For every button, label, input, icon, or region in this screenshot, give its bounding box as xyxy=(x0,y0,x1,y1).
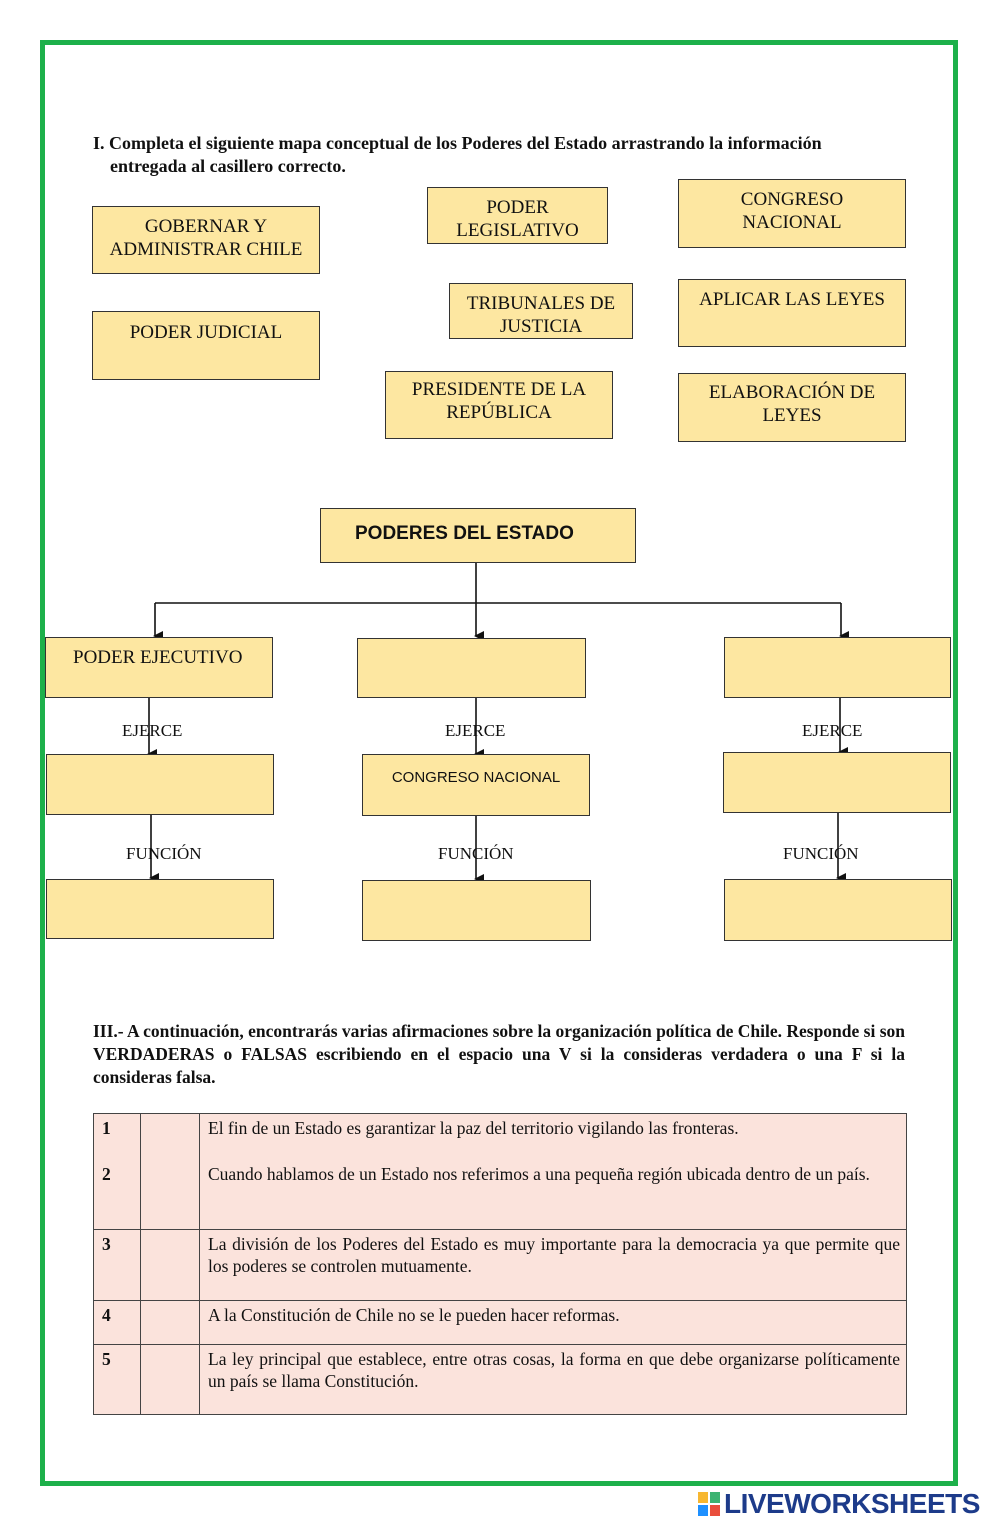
row-number: 1 xyxy=(102,1118,111,1138)
label-funcion-col1: FUNCIÓN xyxy=(126,844,202,863)
liveworksheets-logo: LIVEWORKSHEETS xyxy=(698,1488,980,1520)
table-row: 3 La división de los Poderes del Estado … xyxy=(93,1229,907,1301)
answer-input-cell[interactable] xyxy=(140,1344,200,1415)
page-frame xyxy=(40,40,958,1486)
answer-input-cell[interactable] xyxy=(140,1229,200,1301)
statement-text: A la Constitución de Chile no se le pued… xyxy=(199,1300,907,1345)
logo-text: LIVEWORKSHEETS xyxy=(724,1488,980,1519)
drag-item-text: LEGISLATIVO xyxy=(456,220,579,241)
label-ejerce-col1: EJERCE xyxy=(122,721,183,740)
drag-item-presidente[interactable]: PRESIDENTE DE LA REPÚBLICA xyxy=(385,371,613,439)
drag-item-text: APLICAR LAS LEYES xyxy=(699,289,885,310)
table-row: 5 La ley principal que establece, entre … xyxy=(93,1344,907,1415)
instruction-line-2: entregada al casillero correcto. xyxy=(110,156,346,176)
label-funcion-col3: FUNCIÓN xyxy=(783,844,859,863)
statement-cell: El fin de un Estado es garantizar la paz… xyxy=(199,1113,907,1230)
ejerce-box-col2: CONGRESO NACIONAL xyxy=(362,754,590,816)
drag-item-text: REPÚBLICA xyxy=(446,402,552,423)
drop-target-funcion-col1[interactable] xyxy=(46,879,274,939)
statement-text: El fin de un Estado es garantizar la paz… xyxy=(208,1118,739,1138)
concept-map-root: PODERES DEL ESTADO xyxy=(320,508,636,563)
ejerce-box-text: CONGRESO NACIONAL xyxy=(391,769,561,786)
drop-target-ejerce-col1[interactable] xyxy=(46,754,274,815)
drag-item-tribunales[interactable]: TRIBUNALES DE JUSTICIA xyxy=(449,283,633,339)
drag-item-poder-judicial[interactable]: PODER JUDICIAL xyxy=(92,311,320,380)
row-number: 3 xyxy=(93,1229,141,1301)
true-false-table: 1 2 El fin de un Estado es garantizar la… xyxy=(93,1113,907,1415)
answer-input-cell[interactable] xyxy=(140,1113,200,1230)
drag-item-text: ELABORACIÓN DE xyxy=(708,382,876,403)
drag-item-congreso-nacional[interactable]: CONGRESO NACIONAL xyxy=(678,179,906,248)
power-box-ejecutivo: PODER EJECUTIVO xyxy=(45,637,273,698)
drag-item-text: NACIONAL xyxy=(742,212,842,233)
statement-text: Cuando hablamos de un Estado nos referim… xyxy=(208,1164,870,1184)
row-number-cell: 1 2 xyxy=(93,1113,141,1230)
label-funcion-col2: FUNCIÓN xyxy=(438,844,514,863)
drag-item-elaboracion-leyes[interactable]: ELABORACIÓN DE LEYES xyxy=(678,373,906,442)
drop-target-power-col3[interactable] xyxy=(724,637,951,698)
drag-item-text: CONGRESO xyxy=(740,189,844,210)
drag-item-text: ADMINISTRAR CHILE xyxy=(109,239,303,260)
drag-item-poder-legislativo[interactable]: PODER LEGISLATIVO xyxy=(427,187,608,244)
table-row: 4 A la Constitución de Chile no se le pu… xyxy=(93,1300,907,1345)
instruction-line-1: I. Completa el siguiente mapa conceptual… xyxy=(93,133,822,153)
table-row: 1 2 El fin de un Estado es garantizar la… xyxy=(93,1113,907,1230)
label-ejerce-col2: EJERCE xyxy=(445,721,506,740)
drag-item-text: JUSTICIA xyxy=(499,316,583,337)
power-box-text: PODER EJECUTIVO xyxy=(73,647,243,668)
section1-instruction: I. Completa el siguiente mapa conceptual… xyxy=(93,132,822,178)
drag-item-gobernar[interactable]: GOBERNAR Y ADMINISTRAR CHILE xyxy=(92,206,320,274)
drop-target-ejerce-col3[interactable] xyxy=(723,752,951,813)
answer-input-cell[interactable] xyxy=(140,1300,200,1345)
label-ejerce-col3: EJERCE xyxy=(802,721,863,740)
drag-item-text: LEYES xyxy=(762,405,822,426)
drag-item-text: GOBERNAR Y xyxy=(144,216,268,237)
statement-text: La división de los Poderes del Estado es… xyxy=(199,1229,907,1301)
drag-item-aplicar-leyes[interactable]: APLICAR LAS LEYES xyxy=(678,279,906,347)
row-number: 5 xyxy=(93,1344,141,1415)
drag-item-text: PODER JUDICIAL xyxy=(129,322,283,343)
drag-item-text: TRIBUNALES DE xyxy=(466,293,616,314)
drop-target-funcion-col2[interactable] xyxy=(362,880,591,941)
row-number: 2 xyxy=(102,1164,111,1184)
section3-instruction: III.- A continuación, encontrarás varias… xyxy=(93,1021,905,1087)
row-number: 4 xyxy=(93,1300,141,1345)
statement-text: La ley principal que establece, entre ot… xyxy=(199,1344,907,1415)
concept-map-connectors xyxy=(147,563,849,884)
drag-item-text: PODER xyxy=(486,197,549,218)
liveworksheets-logo-icon xyxy=(698,1492,720,1516)
drag-item-text: PRESIDENTE DE LA xyxy=(411,379,587,400)
drop-target-power-col2[interactable] xyxy=(357,638,586,698)
drop-target-funcion-col3[interactable] xyxy=(724,879,952,941)
